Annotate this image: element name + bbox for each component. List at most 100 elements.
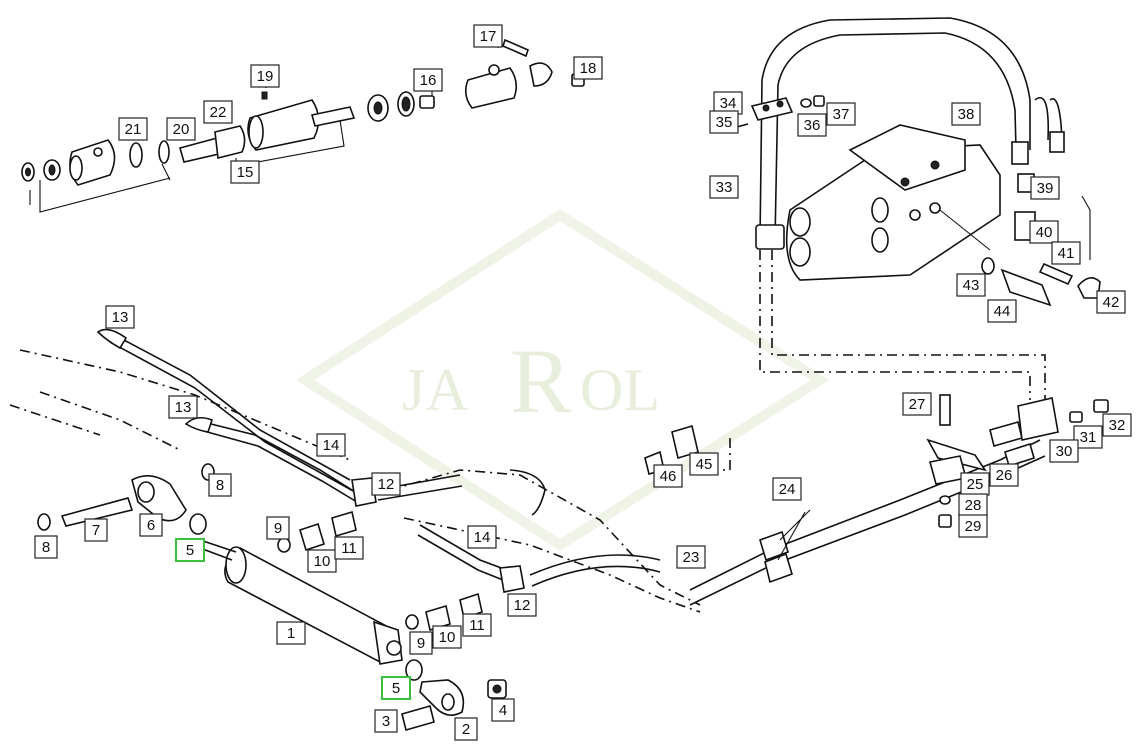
jarol-watermark: JA R OL: [295, 209, 830, 551]
callout-number: 42: [1103, 294, 1120, 311]
callout-c45: 45: [689, 452, 719, 476]
callout-number: 16: [420, 72, 437, 89]
callout-number: 43: [963, 277, 980, 294]
callout-c33: 33: [709, 175, 739, 199]
callout-number: 37: [833, 106, 850, 123]
callout-box: [334, 536, 364, 560]
callout-number: 19: [257, 68, 274, 85]
callout-number: 8: [216, 477, 224, 494]
bushing-22: [214, 125, 246, 159]
callout-c3: 3: [374, 709, 398, 733]
callout-box: [266, 516, 290, 540]
callout-box: [168, 395, 198, 419]
callout-number: 32: [1109, 417, 1126, 434]
nipple-41: [1038, 262, 1074, 286]
callout-c2: 2: [454, 717, 478, 741]
callout-box: [139, 513, 163, 537]
callout-c10b: 10: [432, 625, 462, 649]
callout-box: [381, 676, 411, 700]
callout-box: [462, 613, 492, 637]
callout-c37: 37: [826, 102, 856, 126]
hose-end-part: [1011, 141, 1029, 165]
callout-c24: 24: [772, 477, 802, 501]
callout-c19: 19: [250, 64, 280, 88]
callout-c22: 22: [203, 100, 233, 124]
callout-box: [175, 538, 205, 562]
callout-box: [1049, 439, 1079, 463]
valve-block-38: [785, 144, 1001, 281]
callout-box: [1030, 176, 1060, 200]
callout-number: 30: [1056, 443, 1073, 460]
callout-number: 34: [720, 95, 737, 112]
callout-box: [371, 472, 401, 496]
callout-number: 46: [660, 468, 677, 485]
callout-c26: 26: [989, 463, 1019, 487]
callout-box: [118, 117, 148, 141]
callout-number: 5: [392, 680, 400, 697]
callout-c5b: 5: [381, 676, 411, 700]
callout-c1: 1: [276, 621, 306, 645]
callout-box: [676, 545, 706, 569]
callout-number: 20: [173, 121, 190, 138]
callout-number: 44: [994, 303, 1011, 320]
bracket-26: [926, 438, 987, 472]
clamp-34: [750, 97, 794, 121]
pin-19: [261, 91, 268, 100]
callout-number: 11: [341, 540, 357, 557]
callout-number: 14: [474, 529, 491, 546]
bolt-27: [939, 394, 951, 426]
washer-28: [939, 495, 951, 505]
callout-box: [374, 709, 398, 733]
callout-number: 29: [965, 518, 982, 535]
hydraulic-hose-upper: [759, 17, 1031, 241]
callout-c8b: 8: [34, 535, 58, 559]
callout-box: [1029, 220, 1059, 244]
callout-number: 6: [147, 517, 155, 534]
callout-number: 38: [958, 106, 975, 123]
callout-box: [709, 175, 739, 199]
hose-lines: [96, 328, 1109, 606]
tee-12-lower: [499, 565, 525, 593]
callout-box: [34, 535, 58, 559]
callout-box: [413, 68, 443, 92]
tee-12-upper: [351, 477, 377, 507]
callout-c25: 25: [960, 472, 990, 496]
bush-16: [419, 95, 435, 109]
callout-number: 28: [965, 497, 982, 514]
callout-number: 18: [580, 60, 597, 77]
callout-box: [105, 305, 135, 329]
callout-box: [454, 717, 478, 741]
callout-number: 1: [287, 625, 295, 642]
piston-rod: [199, 539, 237, 553]
callout-c13b: 13: [168, 395, 198, 419]
callout-number: 22: [210, 104, 227, 121]
callout-number: 33: [716, 179, 733, 196]
callout-box: [1102, 413, 1132, 437]
pin-3: [401, 705, 435, 731]
callout-box: [1051, 241, 1081, 265]
callout-number: 4: [499, 702, 507, 719]
callout-box: [230, 160, 260, 184]
callout-c17: 17: [473, 24, 503, 48]
callout-box: [432, 625, 462, 649]
callout-box: [276, 621, 306, 645]
bush-5-lower: [405, 659, 423, 681]
washer-36: [800, 98, 812, 108]
callout-number: 39: [1037, 180, 1054, 197]
callout-box: [473, 24, 503, 48]
callout-number: 21: [125, 121, 142, 138]
o-ring-9-upper: [277, 537, 291, 553]
callout-c14a: 14: [316, 433, 346, 457]
callout-box: [203, 100, 233, 124]
plug-31: [1069, 411, 1083, 423]
callout-c8a: 8: [208, 473, 232, 497]
callout-box: [208, 473, 232, 497]
callout-box: [84, 518, 108, 542]
o-ring-43: [981, 257, 995, 275]
callout-c36: 36: [797, 113, 827, 137]
callout-box: [1073, 425, 1103, 449]
distribution-tee-30: [1017, 397, 1059, 441]
